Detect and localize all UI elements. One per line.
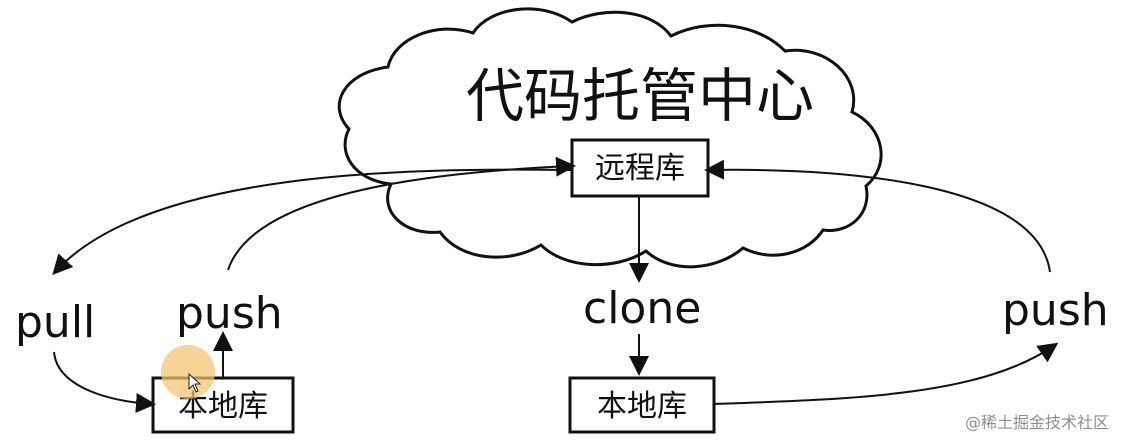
cursor-icon [188, 372, 202, 393]
cursor-highlight [161, 345, 215, 399]
remote-repo-label: 远程库 [595, 151, 685, 186]
push-right-arrow-top [704, 159, 1051, 273]
push-left-arrow-top [227, 156, 576, 271]
push-left-label: push [176, 288, 283, 339]
clone-label: clone [583, 283, 701, 334]
local-repo-right-box[interactable] [568, 376, 716, 434]
code-hosting-cloud [337, 7, 883, 269]
local-repo-right-label: 本地库 [597, 389, 687, 424]
push-right-label: push [1002, 285, 1109, 336]
pull-arrow-bottom [53, 351, 156, 413]
code-hosting-center-title: 代码托管中心 [466, 62, 814, 130]
pull-label: pull [15, 297, 95, 348]
watermark-text: @稀土掘金技术社区 [965, 413, 1109, 432]
push-right-arrow-bottom [713, 342, 1059, 405]
